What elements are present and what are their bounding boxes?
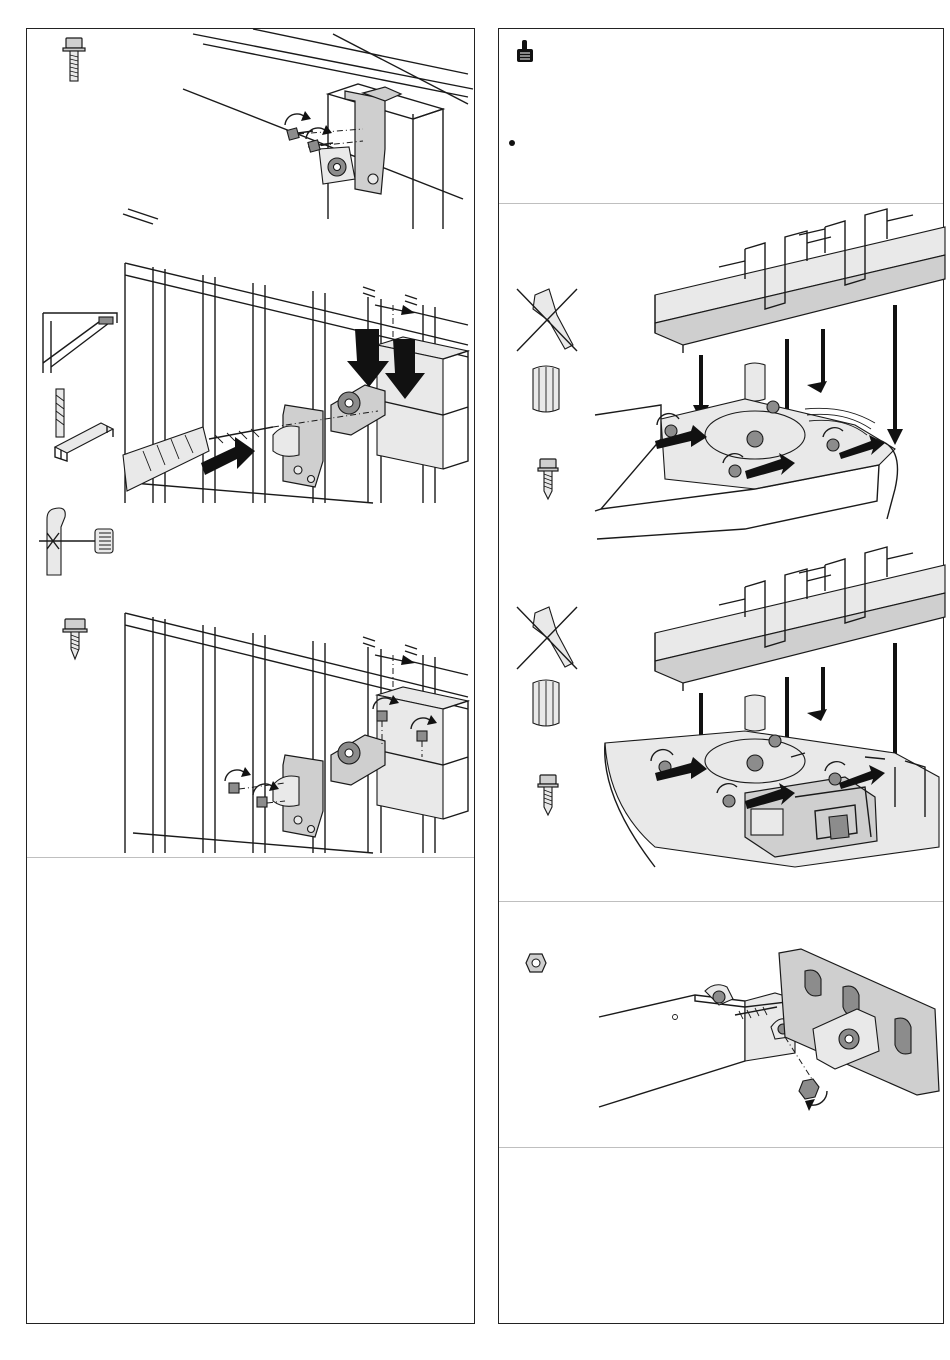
left-section-divider	[27, 857, 474, 858]
rail-mount-illustration-1	[595, 209, 945, 519]
left-notes-area	[27, 859, 474, 1323]
hex-flange-bolt-icon	[59, 35, 89, 85]
screw-bracket-illustration	[123, 607, 473, 857]
hex-nut-icon	[525, 953, 547, 973]
right-notes-area	[499, 1149, 943, 1323]
pointing-hand-icon	[515, 39, 535, 63]
splined-coupler-icon	[529, 677, 563, 729]
door-arm-connection-illustration	[595, 941, 945, 1111]
note-bullet	[509, 140, 515, 146]
ceiling-bracket-icon	[33, 305, 117, 375]
right-section-divider-3	[499, 1147, 943, 1148]
bracket-bolt-illustration	[123, 29, 473, 229]
no-tool-icon	[513, 603, 583, 673]
right-section-divider-2	[499, 901, 943, 902]
self-tapping-screw-icon	[537, 773, 559, 817]
wood-screw-icon	[61, 617, 89, 661]
right-instruction-panel	[498, 28, 944, 1324]
splined-coupler-icon	[529, 363, 563, 415]
drill-bracket-illustration	[123, 255, 473, 505]
self-tapping-screw-icon	[537, 457, 559, 501]
steel-profile-icon	[51, 417, 121, 461]
right-section-divider-1	[499, 203, 943, 204]
no-tool-icon	[513, 285, 583, 355]
left-instruction-panel	[26, 28, 475, 1324]
no-drill-through-icon	[37, 505, 117, 579]
rail-mount-illustration-2	[595, 547, 945, 867]
